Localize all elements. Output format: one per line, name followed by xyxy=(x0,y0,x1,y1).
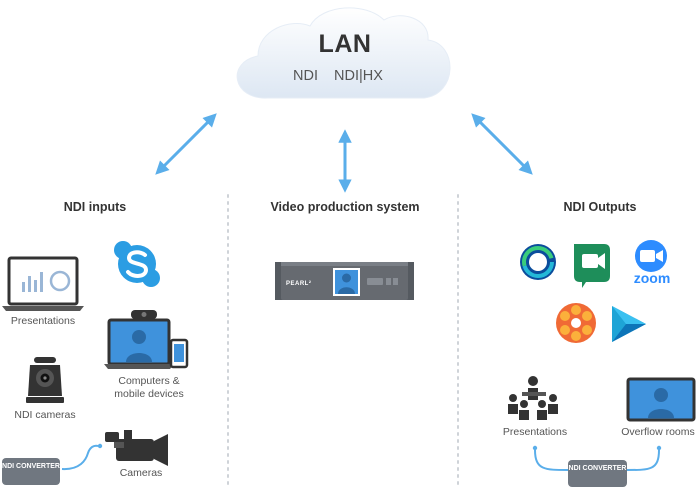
left-cable-dot xyxy=(97,443,103,449)
computers-icon xyxy=(104,310,189,369)
camera-icon xyxy=(105,430,168,466)
caption-presentations-input: Presentations xyxy=(10,315,76,327)
ndi-converter-left: NDI CONVERTER xyxy=(2,458,60,485)
zoom-icon xyxy=(635,240,667,272)
google-meet-icon xyxy=(574,244,610,288)
protocol-ndi-hx: NDI|HX xyxy=(334,68,383,84)
arrow-right xyxy=(471,113,533,175)
arrow-left xyxy=(155,113,217,175)
play-icon xyxy=(612,306,646,342)
skype-icon xyxy=(114,241,160,287)
lan-cloud xyxy=(236,7,451,99)
caption-cameras: Cameras xyxy=(119,467,163,479)
caption-overflow-rooms: Overflow rooms xyxy=(621,426,695,438)
ndi-converter-right: NDI CONVERTER xyxy=(568,460,627,487)
multicolor-conferencing-icon xyxy=(556,303,596,343)
audience-icon xyxy=(508,376,558,420)
webex-icon xyxy=(520,244,556,280)
ndi-camera-icon xyxy=(26,357,64,403)
pearl-device-icon xyxy=(275,262,414,300)
right-cable-left xyxy=(534,449,569,471)
left-converter-cable xyxy=(61,444,99,471)
heading-ndi-outputs: NDI Outputs xyxy=(563,200,637,214)
presentation-laptop-icon xyxy=(2,256,84,311)
right-cable-left-dot xyxy=(532,445,538,451)
pearl-brand-label: PEARL² xyxy=(286,281,312,287)
protocol-ndi: NDI xyxy=(293,68,318,84)
zoom-wordmark: zoom xyxy=(633,270,671,286)
caption-ndi-cameras: NDI cameras xyxy=(14,409,76,421)
caption-computers: Computers & mobile devices xyxy=(114,375,184,400)
heading-video-production: Video production system xyxy=(270,200,420,214)
caption-presentations-output: Presentations xyxy=(502,426,568,438)
cloud-title: LAN xyxy=(318,30,372,58)
right-cable-right xyxy=(626,449,660,471)
overflow-room-screen-icon xyxy=(626,377,696,422)
heading-ndi-inputs: NDI inputs xyxy=(63,200,127,214)
right-cable-right-dot xyxy=(656,445,662,451)
